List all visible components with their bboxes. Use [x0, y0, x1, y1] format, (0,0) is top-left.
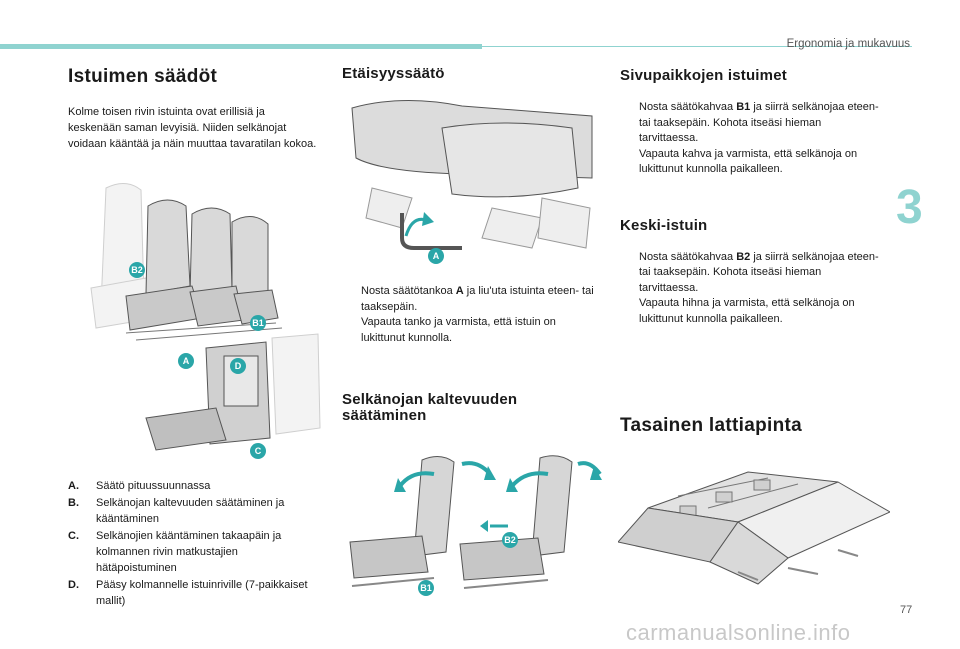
chapter-number: 3 [896, 181, 923, 234]
legend-text: Pääsy kolmannelle istuinriville (7-paikk… [96, 579, 308, 607]
bullet-text: Nosta säätökahvaa [639, 250, 737, 263]
legend-item: B. Selkänojan kaltevuuden säätäminen ja … [68, 495, 318, 527]
label-c: C [255, 446, 262, 456]
distance-adjust-illustration: A [351, 99, 593, 264]
bullet-bold: B1 [736, 101, 751, 113]
column-distance: Etäisyyssäätö [342, 66, 597, 82]
column-side-seats: Sivupaikkojen istuimet Nosta säätökahvaa… [620, 66, 880, 437]
heading-seat-adjustments: Istuimen säädöt [68, 66, 218, 87]
label-b2: B2 [131, 265, 143, 275]
label-b1: B1 [252, 318, 264, 328]
bullet-text: Vapauta hihna ja varmista, että selkänoj… [639, 297, 855, 325]
middle-bullet: Vapauta hihna ja varmista, että selkänoj… [620, 296, 880, 327]
column-seat-adjustments: Istuimen säädöt Kolme toisen rivin istui… [68, 66, 318, 152]
legend-item: C. Selkänojien kääntäminen takaapäin ja … [68, 528, 318, 576]
heading-distance: Etäisyyssäätö [342, 65, 445, 82]
bullet-text: Vapauta tanko ja varmista, että istuin o… [361, 316, 556, 344]
bullet-text-end: ja liu'uta istuinta eteen- tai taaksepäi… [361, 285, 594, 313]
intro-paragraph: Kolme toisen rivin istuinta ovat erillis… [68, 106, 317, 150]
recline-section: Selkänojan kaltevuuden säätäminen [342, 392, 597, 424]
side-bullet: Vapauta kahva ja varmista, että selkänoj… [620, 147, 880, 178]
legend-text: Selkänojien kääntäminen takaapäin ja kol… [96, 530, 282, 574]
legend-item: A. Säätö pituussuunnassa [68, 478, 318, 494]
header-accent-bar [0, 44, 482, 49]
bullet-bold: A [455, 285, 464, 297]
section-title: Ergonomia ja mukavuus [786, 38, 910, 50]
recline-illustration: B1 B2 [349, 455, 602, 596]
bullet-text: Nosta säätötankoa [361, 285, 456, 297]
middle-bullet: Nosta säätökahvaa B2 ja siirrä selkänoja… [620, 250, 880, 297]
flat-floor-illustration [618, 471, 890, 585]
distance-bullet: Nosta säätötankoa A ja liu'uta istuinta … [342, 284, 597, 315]
bullet-bold: B2 [736, 250, 751, 263]
legend-text: Säätö pituussuunnassa [96, 480, 211, 492]
bullet-text: Vapauta kahva ja varmista, että selkänoj… [639, 147, 858, 176]
distance-instructions: Nosta säätötankoa A ja liu'uta istuinta … [342, 284, 597, 346]
legend-key: A. [68, 480, 79, 492]
label-a-distance: A [433, 251, 440, 261]
legend-list: A. Säätö pituussuunnassa B. Selkänojan k… [68, 478, 318, 610]
bullet-text: Nosta säätökahvaa [639, 101, 737, 113]
legend-text: Selkänojan kaltevuuden säätäminen ja kää… [96, 497, 285, 525]
seat-overview-illustration: B2 B1 A D C [90, 183, 321, 459]
heading-side-seats: Sivupaikkojen istuimet [620, 67, 787, 84]
page-number: 77 [900, 604, 913, 616]
legend-key: B. [68, 497, 79, 509]
header-rule [482, 46, 912, 47]
legend-key: D. [68, 579, 79, 591]
watermark: carmanualsonline.info [626, 620, 851, 645]
distance-bullet: Vapauta tanko ja varmista, että istuin o… [342, 315, 597, 346]
bullet-text-end: ja siirrä selkänojaa eteen- tai taaksepä… [639, 250, 879, 294]
legend-key: C. [68, 530, 79, 542]
legend-item: D. Pääsy kolmannelle istuinriville (7-pa… [68, 577, 318, 609]
side-bullet: Nosta säätökahvaa B1 ja siirrä selkänoja… [620, 100, 880, 147]
label-b2-recline: B2 [504, 535, 516, 545]
heading-recline: Selkänojan kaltevuuden säätäminen [342, 391, 518, 424]
heading-middle-seat: Keski-istuin [620, 216, 708, 234]
bullet-text-end: ja siirrä selkänojaa eteen- tai taaksepä… [639, 101, 879, 144]
label-b1-recline: B1 [420, 583, 432, 593]
label-a: A [183, 356, 190, 366]
label-d: D [235, 361, 242, 371]
heading-flat-floor: Tasainen lattiapinta [620, 415, 802, 436]
